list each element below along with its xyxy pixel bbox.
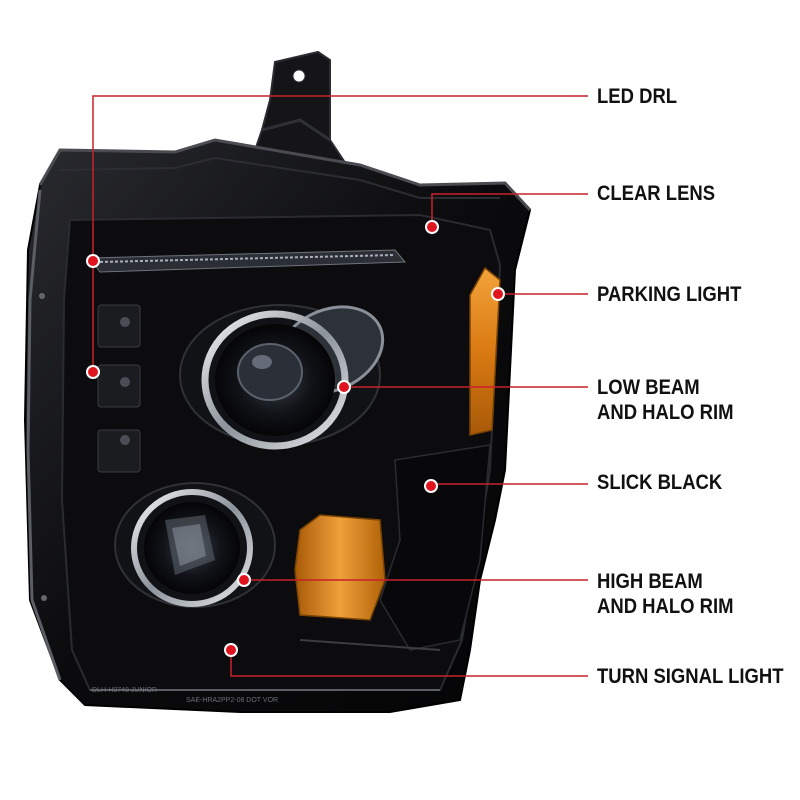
- lens-marking-right: SAE-HRA2PP2-08 DOT VOR: [186, 697, 278, 704]
- callout-dot-low-beam: [337, 380, 351, 394]
- label-turn-signal-line-1: TURN SIGNAL LIGHT: [597, 665, 784, 688]
- label-high-beam-line-2: AND HALO RIM: [597, 595, 734, 618]
- callout-dot-led-drl-2: [86, 365, 100, 379]
- callout-line-turn-signal: [230, 650, 588, 677]
- callout-dot-clear-lens: [425, 220, 439, 234]
- lens-marking-left: DLH-H0748 JUNIOR: [92, 687, 157, 694]
- label-clear-lens-line-1: CLEAR LENS: [597, 182, 716, 205]
- label-high-beam: HIGH BEAM AND HALO RIM: [597, 569, 734, 619]
- callout-lines: [92, 95, 588, 677]
- label-turn-signal: TURN SIGNAL LIGHT: [597, 664, 784, 689]
- led-socket-2: [97, 364, 141, 408]
- turn-signal-amber: [294, 514, 386, 621]
- label-parking-light-line-1: PARKING LIGHT: [597, 283, 742, 306]
- label-led-drl-line-1: LED DRL: [597, 85, 678, 108]
- callout-dot-high-beam: [237, 573, 251, 587]
- label-low-beam: LOW BEAM AND HALO RIM: [597, 375, 734, 425]
- low-beam-halo-rim: [201, 310, 349, 450]
- led-socket-1: [97, 304, 141, 348]
- label-clear-lens: CLEAR LENS: [597, 181, 715, 206]
- parking-light-amber: [469, 266, 501, 436]
- high-beam-halo-rim: [131, 489, 253, 607]
- callout-dot-led-drl: [86, 254, 100, 268]
- label-slick-black-line-1: SLICK BLACK: [597, 471, 723, 494]
- label-led-drl: LED DRL: [597, 84, 677, 109]
- callout-line-led-drl: [92, 95, 588, 263]
- callout-dots: [86, 220, 505, 657]
- callout-dot-slick-black: [424, 479, 438, 493]
- label-parking-light: PARKING LIGHT: [597, 282, 741, 307]
- label-low-beam-line-2: AND HALO RIM: [597, 401, 734, 424]
- callout-dot-parking-light: [491, 287, 505, 301]
- callout-line-clear-lens: [431, 193, 588, 225]
- label-low-beam-line-1: LOW BEAM: [597, 376, 700, 399]
- callout-dot-turn-signal: [224, 643, 238, 657]
- label-slick-black: SLICK BLACK: [597, 470, 722, 495]
- led-socket-3: [97, 429, 141, 473]
- label-high-beam-line-1: HIGH BEAM: [597, 570, 703, 593]
- led-drl-strip: [89, 249, 407, 273]
- bracket-hole: [292, 69, 306, 83]
- slick-black-panel: [379, 444, 491, 651]
